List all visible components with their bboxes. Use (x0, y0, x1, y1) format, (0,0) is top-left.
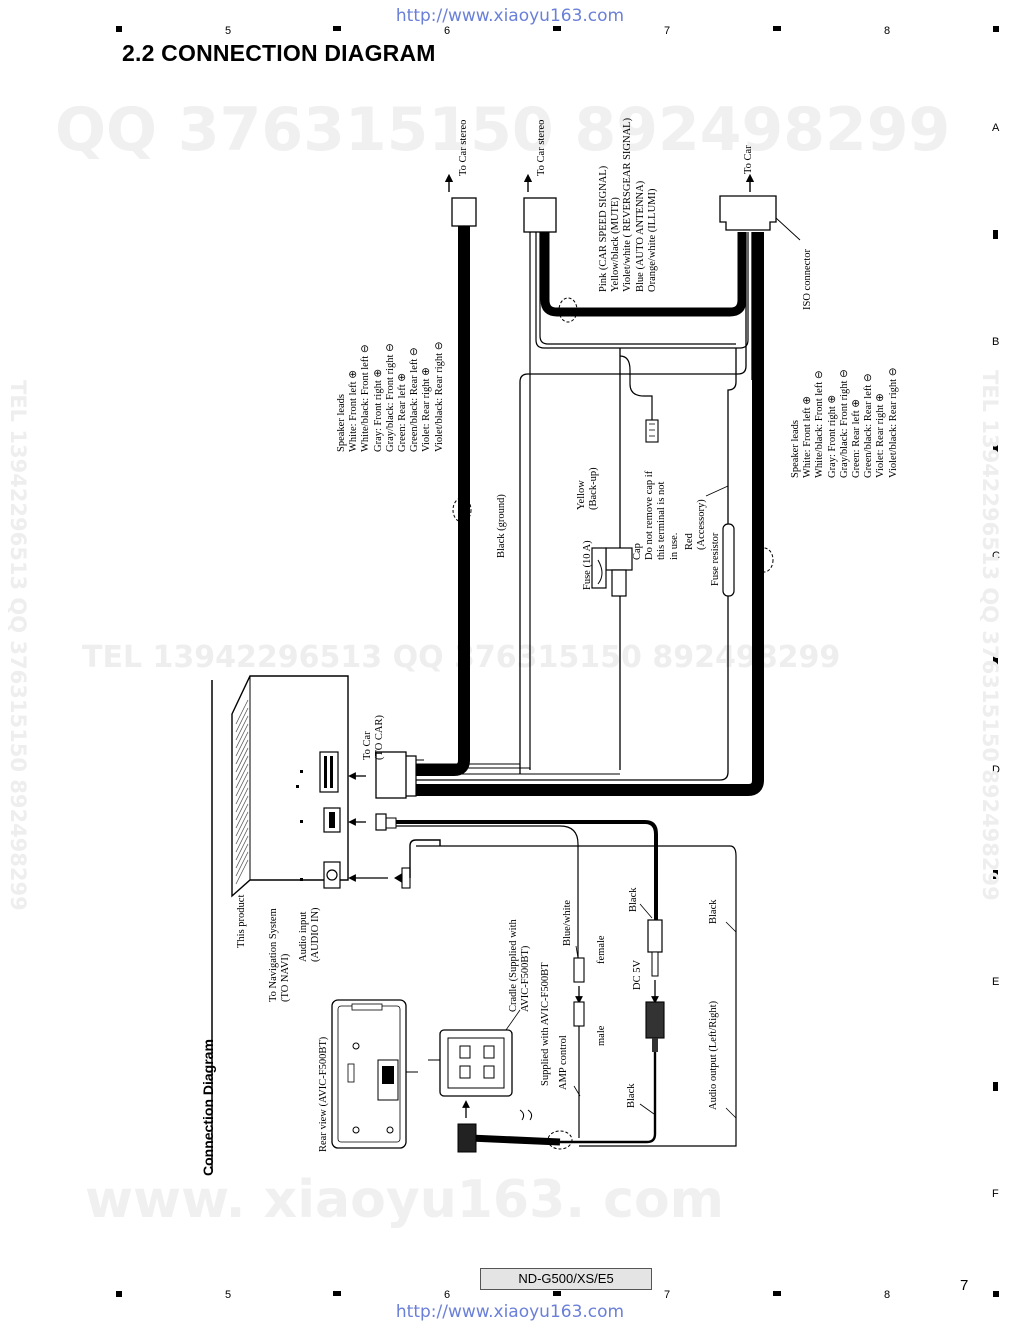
wire-audio-output (416, 845, 737, 1140)
female-connector (573, 957, 585, 983)
label-black-1: Black (628, 887, 639, 913)
dc5v-plug (647, 919, 663, 953)
label-black-3: Black (708, 899, 719, 925)
frame-mark (553, 1291, 561, 1296)
cable-speaker-right (416, 232, 764, 796)
frame-mark (993, 870, 998, 879)
frame-mark (553, 26, 561, 31)
cable-signal-loop (540, 232, 747, 317)
fuse-10a (605, 547, 633, 571)
cable-speaker-left (416, 226, 470, 776)
page-number: 7 (960, 1277, 969, 1294)
watermark-qq: QQ 376315150 892498299 (55, 95, 951, 165)
dc5v-socket (645, 1001, 665, 1039)
frame-mark (773, 1291, 781, 1296)
wire-red-accessory (727, 348, 737, 524)
frame-mark (116, 1291, 122, 1297)
label-to-car-connector: To Car (TO CAR) (362, 714, 386, 760)
label-amp-control: AMP control (558, 1035, 569, 1090)
male-connector (573, 1001, 585, 1027)
label-yellow-backup: Yellow (Back-up) (576, 467, 600, 510)
label-fuse-resistor: Fuse resistor (710, 532, 721, 586)
frame-mark (993, 1291, 999, 1297)
label-black-2: Black (626, 1083, 637, 1109)
label-to-car-stereo-2: To Car stereo (536, 119, 547, 176)
cable-to-navi (396, 820, 658, 920)
row-label: C (992, 550, 1000, 562)
frame-mark (993, 230, 998, 239)
cap-terminal (645, 419, 659, 443)
frame-mark (993, 656, 998, 665)
label-male: male (596, 1025, 607, 1046)
frame-mark (993, 1082, 998, 1091)
col-label: 6 (444, 25, 451, 37)
row-label: A (992, 122, 1000, 134)
connector-car-stereo-1 (451, 197, 477, 227)
col-label: 8 (884, 1289, 891, 1301)
col-label: 5 (225, 1289, 232, 1301)
label-speaker-leads-right: Speaker leads White: Front left ⊕ White/… (790, 367, 899, 478)
label-rear-view: Rear view (AVIC-F500BT) (318, 1036, 329, 1152)
label-red-accessory: Red (Accessory) (684, 499, 708, 550)
col-label: 7 (664, 25, 671, 37)
watermark-site: www. xiaoyu163. com (85, 1170, 724, 1230)
frame-mark (333, 26, 341, 31)
unit-vent-lines (235, 699, 249, 885)
col-label: 8 (884, 25, 891, 37)
label-to-navi: To Navigation System (TO NAVI) (268, 908, 292, 1002)
label-signal-leads: Pink (CAR SPEED SIGNAL) Yellow/black (MU… (598, 117, 658, 292)
frame-mark (993, 444, 998, 453)
frame-mark (333, 1291, 341, 1296)
label-dc5v: DC 5V (632, 959, 643, 990)
col-label: 6 (444, 1289, 451, 1301)
url-bottom[interactable]: http://www.xiaoyu163.com (395, 1302, 625, 1322)
label-fuse: Fuse (10 A) (582, 540, 593, 590)
cable-from-cradle (469, 1134, 561, 1146)
label-audio-in: Audio input (AUDIO IN) (298, 907, 322, 962)
label-audio-output: Audio output (Left/Right) (708, 1000, 719, 1110)
url-top[interactable]: http://www.xiaoyu163.com (395, 6, 625, 26)
label-female: female (596, 935, 607, 964)
label-to-car: To Car (743, 145, 754, 174)
label-blue-white: Blue/white (562, 899, 573, 946)
frame-mark (993, 26, 999, 32)
fuse-resistor (722, 523, 735, 597)
label-to-car-stereo-1: To Car stereo (458, 119, 469, 176)
col-label: 7 (664, 1289, 671, 1301)
label-cap-note: Cap Do not remove cap if this terminal i… (632, 470, 680, 560)
label-this-product: This product (236, 894, 247, 948)
label-supplied-with: Supplied with AVIC-F500BT (540, 962, 551, 1087)
label-cradle: Cradle (Supplied with AVIC-F500BT) (508, 919, 532, 1012)
row-label: B (992, 336, 1000, 348)
port-to-car (319, 751, 339, 793)
model-number-box: ND-G500/XS/E5 (480, 1268, 652, 1290)
row-label: D (992, 764, 1000, 776)
connector-car-stereo-2 (523, 197, 557, 233)
section-title: 2.2 CONNECTION DIAGRAM (122, 40, 436, 66)
iso-connector (719, 195, 777, 231)
label-iso-connector: ISO connector (802, 249, 813, 310)
row-label: E (992, 976, 1000, 988)
frame-mark (116, 26, 122, 32)
row-label: F (992, 1188, 999, 1200)
iso-connector-leader (775, 217, 801, 241)
frame-mark (773, 26, 781, 31)
to-car-plug (375, 751, 407, 799)
label-black-ground: Black (ground) (496, 494, 507, 558)
label-speaker-leads-left: Speaker leads White: Front left ⊕ White/… (336, 341, 445, 452)
col-label: 5 (225, 25, 232, 37)
diagram-heading: Connection Diagram (200, 1039, 216, 1176)
cradle-plug (457, 1123, 477, 1153)
